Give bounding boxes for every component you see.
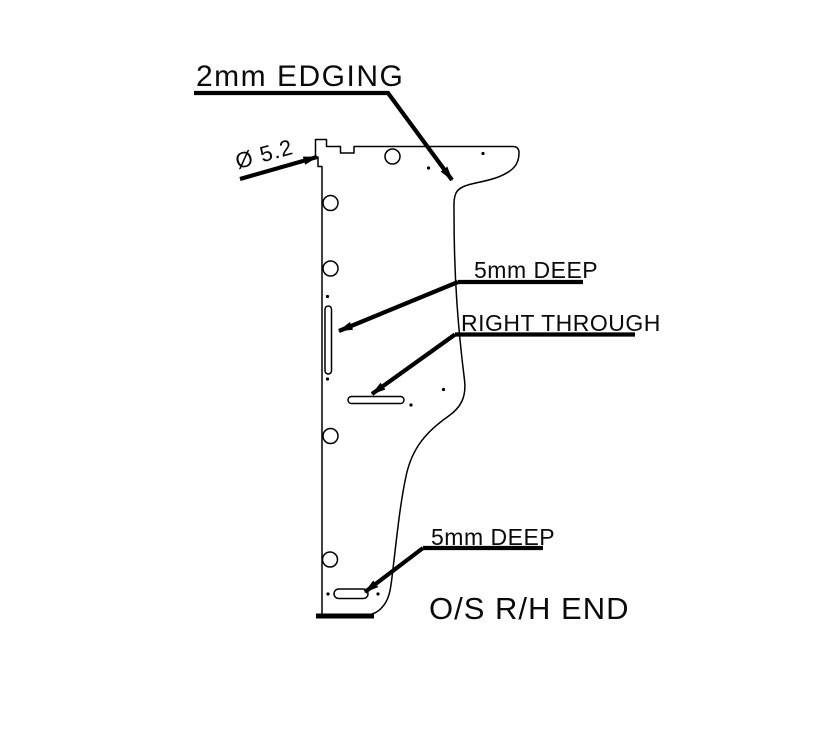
- leader-2mm-edging: [194, 90, 454, 182]
- hole-left-3: [322, 427, 339, 445]
- slot-horizontal-5mm-deep: [333, 588, 369, 600]
- label-5mm-deep-lower: 5mm DEEP: [431, 524, 556, 550]
- leader-right-through: [370, 332, 457, 396]
- slot-vertical-5mm-deep: [324, 305, 333, 375]
- hole-left-1: [322, 194, 339, 212]
- drawing-title: O/S R/H END: [429, 591, 630, 626]
- hole-left-2: [322, 260, 339, 277]
- center-mark-dot: [441, 387, 446, 392]
- label-right-through: RIGHT THROUGH: [461, 310, 661, 336]
- hole-left-4: [321, 551, 339, 568]
- leader-diameter-5-2: [239, 154, 318, 182]
- hole-top: [384, 148, 401, 165]
- label-5mm-deep-upper: 5mm DEEP: [474, 257, 599, 283]
- center-mark-dot: [326, 592, 330, 596]
- center-mark-dot: [481, 151, 485, 156]
- center-mark-dot: [376, 592, 380, 596]
- slot-horizontal-right-through: [347, 395, 405, 405]
- center-mark-dot: [426, 166, 431, 170]
- center-mark-dot: [325, 294, 330, 299]
- center-mark-dot: [409, 403, 413, 407]
- label-2mm-edging: 2mm EDGING: [196, 60, 405, 93]
- center-mark-dot: [325, 377, 330, 381]
- leader-5mm-deep-upper: [338, 280, 459, 333]
- leader-5mm-deep-lower: [363, 546, 425, 594]
